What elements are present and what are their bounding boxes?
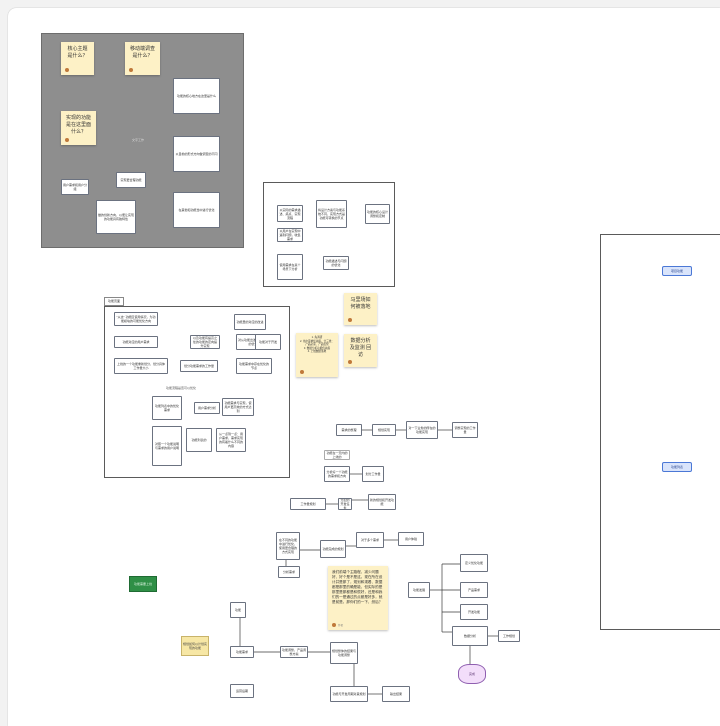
sticky-note[interactable]: 1. 先调研 2. 用户需求优先级，分三类：产品必需、产品优化 3. 数据分析功…	[296, 333, 338, 377]
flow-box[interactable]: 功能里的对应的改进	[234, 314, 266, 330]
note-box[interactable]: 实现更合理功能	[116, 172, 146, 188]
flow-box[interactable]: 功能列表中的优化需求	[152, 396, 182, 420]
flow-box[interactable]: 新的规划和开发功能	[368, 494, 396, 510]
flow-box[interactable]: 功能描述与问题的优化	[323, 256, 349, 270]
flow-box[interactable]: 功能完成的规划	[320, 540, 346, 558]
flow-box[interactable]: 功能对应的用户需求	[114, 336, 158, 348]
avatar-icon	[348, 360, 352, 364]
flow-box[interactable]: 将设计方案与功能系统不同，实现方式是功能可转换的节点	[316, 200, 347, 228]
sticky-text: 核心主题是什么？	[67, 46, 88, 59]
yellow-box[interactable]: 规划如何以计划实现的功能	[181, 636, 209, 656]
sticky-author	[300, 370, 304, 374]
flow-box[interactable]: 功能的核心设计调整和定制	[365, 204, 390, 224]
flow-box[interactable]: 以及功能有提高之处的功能的定向提升实现	[190, 335, 220, 349]
sticky-note[interactable]: 移动端调查是什么？	[125, 42, 160, 75]
flow-box[interactable]: 产品需求	[460, 582, 488, 598]
flow-box[interactable]: 从一点到一点：用户需求，需求实现的有着什么不同的内容	[216, 428, 246, 452]
flow-box[interactable]: 开发功能	[460, 604, 488, 620]
sticky-text: 数据分析及监测 回访	[349, 338, 372, 358]
note-box[interactable]: 功能的核心地方在这里是什么	[173, 78, 220, 114]
flow-box[interactable]: 用户体验	[398, 532, 424, 546]
sticky-text: 我们前端个主路程，减少问题好、好个是不是这。现在所在设计并是那了，规划和观看、数…	[332, 570, 383, 604]
flow-box[interactable]: 规划整体的结果与功能调整	[330, 642, 358, 664]
sticky-author	[348, 318, 352, 322]
flow-box[interactable]: 对于多个需求	[356, 532, 384, 548]
flow-box[interactable]: 规划实现	[372, 424, 396, 436]
sticky-text: 实现的功能是在这里面什么？	[66, 115, 92, 135]
flow-box[interactable]: 功能在一天内的上线的	[324, 450, 350, 460]
flow-box[interactable]: 对照一个功能说明与需求的用户说明	[152, 426, 182, 466]
sticky-note[interactable]: 核心主题是什么？	[61, 42, 94, 75]
flow-box[interactable]: 以用户在实现中遇到问题，收集需求	[277, 228, 303, 242]
flow-box[interactable]: 功能与开发周期对其规划	[330, 686, 368, 702]
sticky-author	[348, 360, 352, 364]
mindmap-frame[interactable]	[600, 234, 720, 630]
sticky-note[interactable]: 马里场如何被落地	[344, 293, 377, 325]
sticky-text: 移动端调查是什么？	[130, 46, 156, 59]
note-box[interactable]: 做的创新方向，以便让实现的功能具有独特性	[96, 200, 136, 234]
flow-box[interactable]: 功能列表的	[186, 428, 212, 452]
flow-box[interactable]: 工作量规划	[290, 498, 326, 510]
flow-box[interactable]: 运营后期	[230, 684, 254, 698]
flow-box[interactable]: 分析需求	[278, 566, 300, 578]
flow-box[interactable]: 以实际的需求描述、痛点、实现流程	[277, 205, 303, 222]
frame-caption: 功能流程是否可以优化	[166, 386, 197, 390]
flow-box[interactable]: 定义优化功能	[460, 554, 488, 572]
flow-box[interactable]: 输出结果	[382, 686, 410, 702]
sticky-author	[129, 68, 133, 72]
gray-frame-center-label: 文字工作	[132, 138, 145, 142]
flow-box[interactable]: 分配的开发任务	[338, 498, 352, 510]
flow-box[interactable]: 工作规划	[498, 630, 520, 642]
flow-box[interactable]: 功能对于开发	[255, 334, 281, 350]
mindmap-node[interactable]: 功能列表	[662, 462, 692, 472]
flow-box[interactable]: 在不同的功能中进行优化，使用更合理的方式实现	[276, 532, 300, 560]
avatar-icon	[65, 68, 69, 72]
flow-box[interactable]: 功能	[230, 602, 246, 618]
note-box[interactable]: 在其他和功能当中进行优化	[173, 192, 220, 228]
flow-box[interactable]: 使用需求在某个场景下分析	[277, 254, 303, 280]
sticky-note-large[interactable]: 我们前端个主路程，减少问题好、好个是不是这。现在所在设计并是那了，规划和观看、数…	[328, 566, 388, 630]
frame-title: 功能页面	[104, 297, 125, 306]
flow-box[interactable]: 功能需求	[230, 646, 254, 658]
avatar-icon	[300, 370, 304, 374]
flow-box[interactable]: 分析好一个功能的需求和方向	[324, 466, 350, 482]
flow-box[interactable]: 用户需求分析	[194, 402, 220, 414]
avatar-icon	[332, 623, 336, 627]
sticky-note[interactable]: 实现的功能是在这里面什么？	[61, 111, 96, 145]
white-frame-functions[interactable]	[104, 306, 290, 478]
flow-box[interactable]: 功能需求与实现，使用户更高效的方式达到	[222, 398, 254, 416]
mindmap-node[interactable]: 项目功能	[662, 266, 692, 276]
sticky-author	[65, 138, 69, 142]
note-box[interactable]: 以目前的形式方向做调查的不同	[173, 136, 220, 172]
flow-box[interactable]: 调整实现的工作量	[452, 422, 478, 438]
sticky-text: 1. 先调研 2. 用户需求优先级，分三类：产品必需、产品优化 3. 数据分析功…	[299, 336, 334, 354]
cloud-shape[interactable]: 完成	[458, 664, 486, 684]
flow-box[interactable]: 上线的一个功能重新划分，划分具体工作量大小	[114, 358, 168, 374]
sticky-author: 作者	[332, 623, 343, 627]
sticky-text: 马里场如何被落地	[350, 297, 371, 310]
sticky-author	[65, 68, 69, 72]
sticky-note[interactable]: 数据分析及监测 回访	[344, 334, 377, 367]
avatar-icon	[348, 318, 352, 322]
flow-box[interactable]: 功能需求中存在优化的节点	[236, 358, 272, 374]
flow-box[interactable]: 对一下业务的所在的功能实现	[406, 421, 438, 439]
avatar-icon	[129, 68, 133, 72]
flow-box[interactable]: "从这" 功能区使用情况，为功能模块的可能优化方向	[114, 312, 158, 326]
flow-box[interactable]: 划分功能需求的工作量	[180, 360, 218, 372]
flow-box[interactable]: 功能发展	[408, 582, 430, 598]
flow-box[interactable]: 数据分析	[452, 626, 488, 646]
flow-box[interactable]: 划分工作量	[362, 466, 384, 482]
green-box[interactable]: 功能需要上线	[129, 576, 157, 592]
note-box[interactable]: 用户需求和用户分组	[61, 179, 89, 195]
flow-box[interactable]: 需求的整理	[336, 424, 362, 436]
avatar-icon	[65, 138, 69, 142]
flow-box[interactable]: 功能调整，产品调整方案	[280, 646, 308, 658]
